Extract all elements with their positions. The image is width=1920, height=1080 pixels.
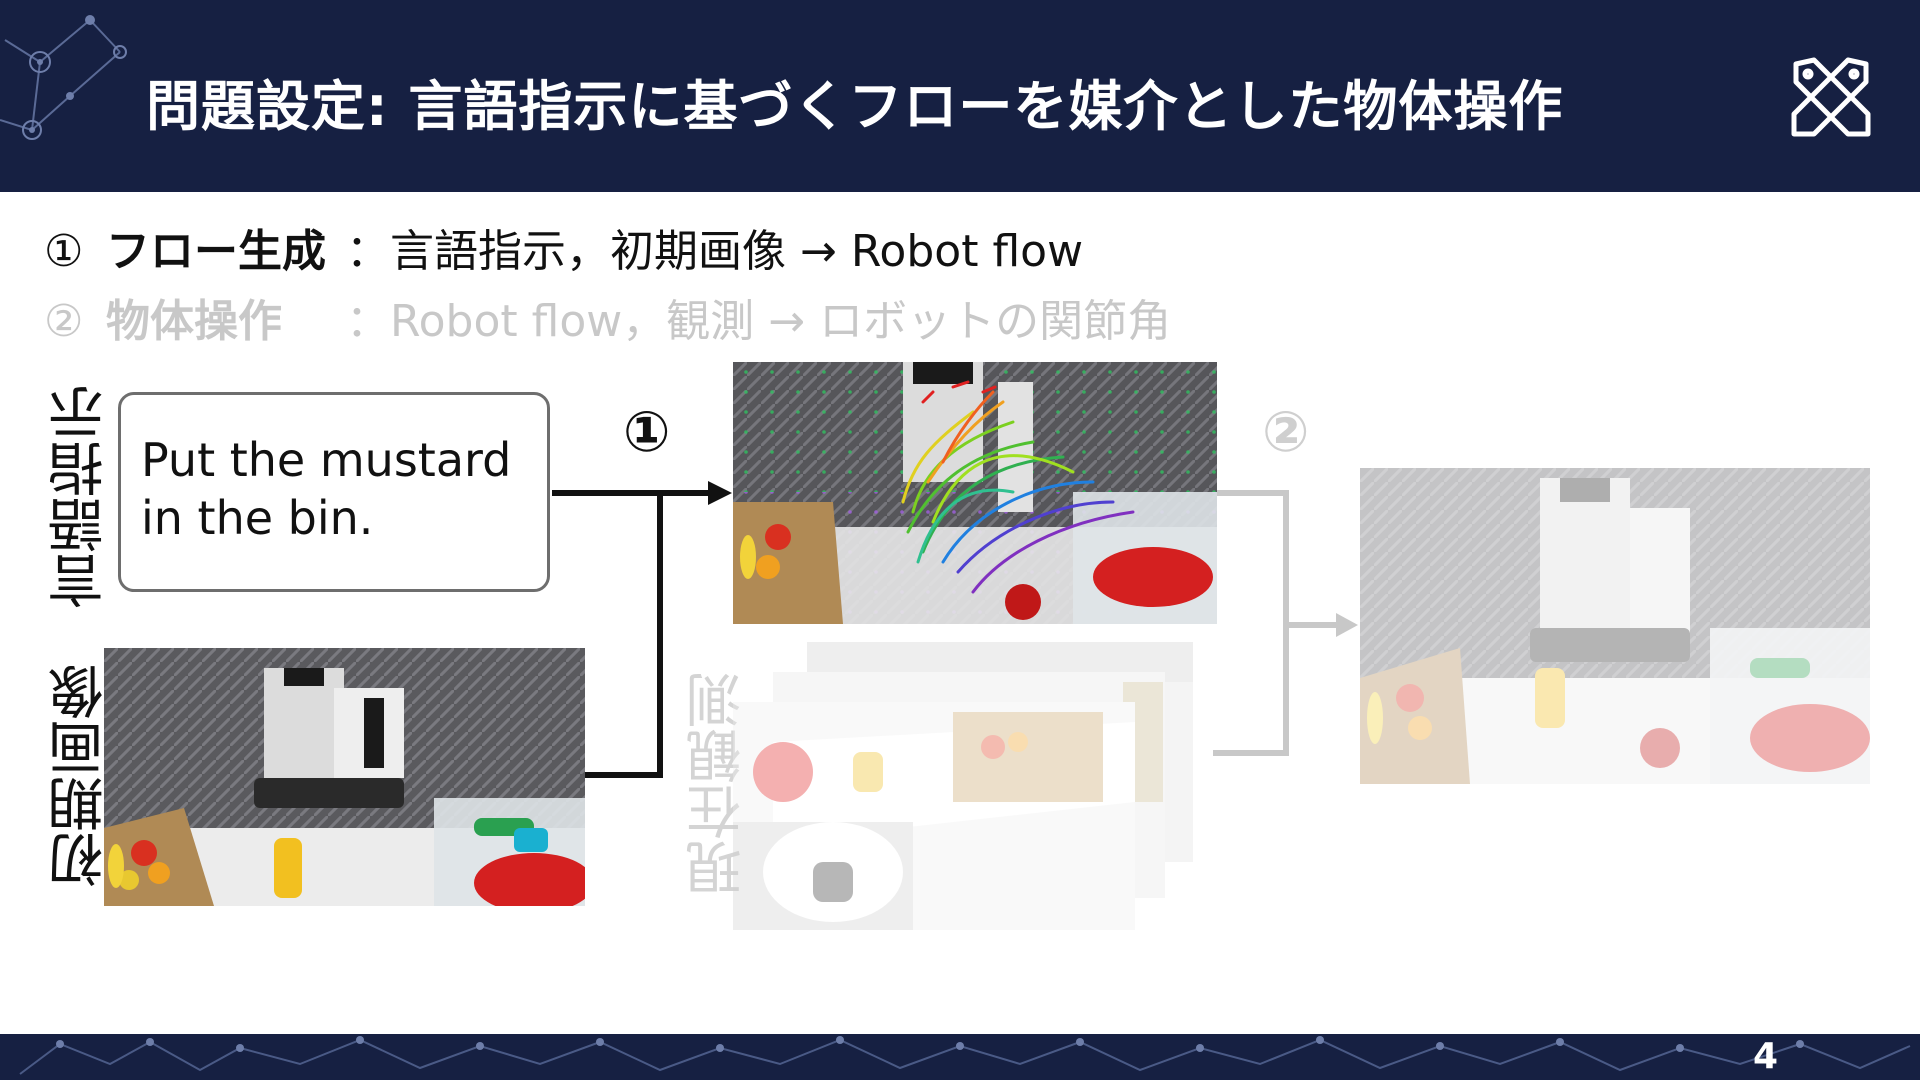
step-2-description: ：Robot flow，観測 → ロボットの関節角 <box>346 296 1172 347</box>
robot-joint-output-image <box>1360 468 1870 784</box>
step-2-number: ② <box>44 296 84 347</box>
step-1-number: ① <box>44 226 84 277</box>
crossed-tools-logo-icon <box>1791 57 1871 137</box>
step-2-name: 物体操作 <box>106 296 282 347</box>
instruction-box: Put the mustard in the bin. <box>118 392 550 592</box>
network-decoration-icon <box>0 15 127 140</box>
initial-image <box>104 648 585 906</box>
step-1-description: ：言語指示，初期画像 → Robot flow <box>346 226 1084 277</box>
slide-footer: 4 <box>0 1034 1920 1080</box>
step-1-marker: ① <box>623 400 671 465</box>
current-observation-stack <box>733 642 1213 930</box>
robot-flow-image <box>733 362 1217 624</box>
slide-header: 問題設定: 言語指示に基づくフローを媒介とした物体操作 <box>0 0 1920 192</box>
instruction-line-2: in the bin. <box>141 491 374 545</box>
step-1-line: ① フロー生成 ：言語指示，初期画像 → Robot flow <box>44 215 1083 279</box>
network-pattern-icon <box>19 1036 1911 1075</box>
page-number: 4 <box>1752 1036 1778 1077</box>
slide-title: 問題設定: 言語指示に基づくフローを媒介とした物体操作 <box>146 75 1564 138</box>
step-1-name: フロー生成 <box>106 226 326 277</box>
arrow-head-to-flow <box>708 481 732 505</box>
step-2-line: ② 物体操作 ：Robot flow，観測 → ロボットの関節角 <box>44 285 1171 349</box>
instruction-line-1: Put the mustard <box>141 433 512 487</box>
step-2-marker: ② <box>1262 400 1310 465</box>
arrow-head-to-output <box>1336 613 1358 637</box>
